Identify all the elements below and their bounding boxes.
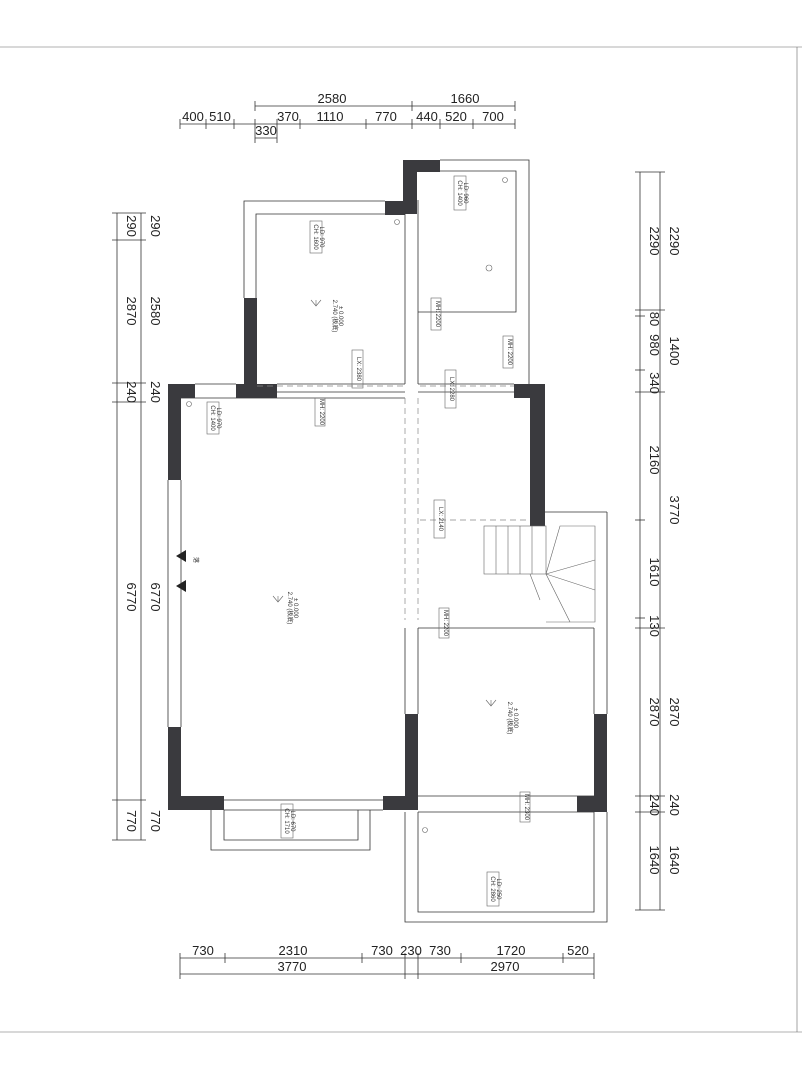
dim-right-outer-2870: 2870 — [667, 698, 682, 727]
level-top-room-ceiling: 2.740 (板底) — [331, 300, 339, 333]
dim-top-1110: 1110 — [317, 109, 344, 124]
solid-walls — [168, 160, 607, 812]
tag-bottom-right-ch: CH: 2860 — [489, 876, 495, 902]
level-top-room-floor: ± 0.000 — [337, 306, 343, 327]
dim-top-700: 700 — [482, 109, 504, 124]
level-lower-room-floor: ± 0.000 — [512, 708, 518, 729]
dim-right-inner-980: 980 — [647, 334, 662, 356]
dim-right-outer-3770: 3770 — [667, 496, 682, 525]
tag-top-room-ld: LD: 970 — [318, 226, 324, 248]
annotation-tags: CH: 1600 LD: 970 CH: 1400 LD: 960 CH: 14… — [206, 175, 531, 907]
dim-left-outer-240: 240 — [124, 381, 139, 403]
dim-bottom-2310: 2310 — [279, 943, 308, 958]
dim-left-inner-290: 290 — [148, 215, 163, 237]
tag-bottom-left-ld: LD: 670 — [289, 810, 295, 832]
dim-top-330: 330 — [255, 123, 277, 138]
window-side-marker: 落 — [176, 550, 200, 592]
dim-top-510: 510 — [209, 109, 231, 124]
level-living-floor: ± 0.000 — [292, 598, 298, 619]
top-right-symbol — [502, 177, 508, 183]
living-corner-symbol — [186, 401, 192, 407]
tag-lx-stair: LX: 2140 — [437, 507, 443, 532]
level-markers: 2.740 (板底) ± 0.000 2.740 (板底) ± 0.000 2.… — [272, 300, 518, 735]
dim-left-outer-290: 290 — [124, 215, 139, 237]
dim-right-inner-130: 130 — [647, 615, 662, 637]
dim-bottom-520: 520 — [567, 943, 589, 958]
dim-top-1660: 1660 — [451, 91, 480, 106]
dim-right-inner-2870: 2870 — [647, 698, 662, 727]
top-right-fixture-symbol — [485, 264, 493, 272]
right-dimension-chain: 2290 80 980 340 2160 1610 130 2870 240 1… — [635, 171, 682, 911]
bottom-right-symbol — [422, 827, 428, 833]
dim-bottom-1720: 1720 — [497, 943, 526, 958]
staircase — [483, 525, 596, 623]
dim-right-outer-1400: 1400 — [667, 337, 682, 366]
dim-bottom-2970: 2970 — [491, 959, 520, 974]
dim-top-2580: 2580 — [318, 91, 347, 106]
dim-left-inner-6770: 6770 — [148, 583, 163, 612]
dim-bottom-230: 230 — [400, 943, 422, 958]
tag-top-room-ch: CH: 1600 — [312, 224, 318, 250]
tag-left-ch: CH: 1400 — [209, 405, 215, 431]
top-dimension-chain: 2580 1660 400 510 370 1110 770 440 520 7… — [179, 91, 516, 143]
dim-right-inner-80: 80 — [647, 312, 662, 326]
tag-lx-mid: LX: 2280 — [448, 377, 454, 402]
dim-left-inner-2580: 2580 — [148, 297, 163, 326]
tag-mh-top-right: MH: 2200 — [434, 301, 440, 328]
dim-top-520: 520 — [445, 109, 467, 124]
dim-right-outer-1640: 1640 — [667, 846, 682, 875]
dim-right-inner-240: 240 — [647, 794, 662, 816]
level-lower-room-ceiling: 2.740 (板底) — [506, 702, 514, 735]
tag-top-right-ch: CH: 1400 — [456, 180, 462, 206]
dim-left-inner-770: 770 — [148, 810, 163, 832]
dim-right-inner-1640: 1640 — [647, 846, 662, 875]
dim-bottom-730b: 730 — [371, 943, 393, 958]
top-room-symbol — [394, 219, 400, 225]
tag-bottom-left-ch: CH: 1710 — [283, 808, 289, 834]
dim-right-inner-340: 340 — [647, 372, 662, 394]
tag-left-ld: LD: 970 — [215, 407, 221, 429]
dim-bottom-730c: 730 — [429, 943, 451, 958]
tag-mh-left: MH: 2200 — [318, 399, 324, 426]
side-marker-label: 落 — [192, 557, 200, 563]
dim-right-inner-2290: 2290 — [647, 227, 662, 256]
dim-right-outer-2290: 2290 — [667, 227, 682, 256]
dim-right-inner-2160: 2160 — [647, 446, 662, 475]
dim-top-440: 440 — [416, 109, 438, 124]
left-dimension-chain: 290 2870 240 6770 770 290 2580 240 6770 … — [112, 212, 163, 841]
tag-mh-lower-room: MH: 2200 — [442, 610, 448, 637]
tag-bottom-right-ld: LD: 250 — [495, 878, 501, 900]
dim-left-outer-6770: 6770 — [124, 583, 139, 612]
dim-top-370: 370 — [277, 109, 299, 124]
dim-bottom-730a: 730 — [192, 943, 214, 958]
level-living-ceiling: 2.740 (板底) — [286, 592, 294, 625]
outline-walls — [167, 159, 608, 923]
dim-right-inner-1610: 1610 — [647, 558, 662, 587]
dim-left-inner-240: 240 — [148, 381, 163, 403]
dashed-beam-lines — [257, 385, 530, 620]
dim-top-400: 400 — [182, 109, 204, 124]
dim-left-outer-2870: 2870 — [124, 297, 139, 326]
dim-left-outer-770: 770 — [124, 810, 139, 832]
tag-mh-mid-right: MH: 2200 — [506, 339, 512, 366]
tag-top-right-ld: LD: 960 — [462, 182, 468, 204]
tag-lx-top-room: LX: 2380 — [355, 357, 361, 382]
dim-bottom-3770: 3770 — [278, 959, 307, 974]
bottom-dimension-chain: 730 2310 730 230 730 1720 520 3770 2970 — [179, 943, 595, 979]
dim-top-770: 770 — [375, 109, 397, 124]
dim-right-outer-240: 240 — [667, 794, 682, 816]
tag-mh-bottom: MH: 2300 — [523, 794, 529, 821]
